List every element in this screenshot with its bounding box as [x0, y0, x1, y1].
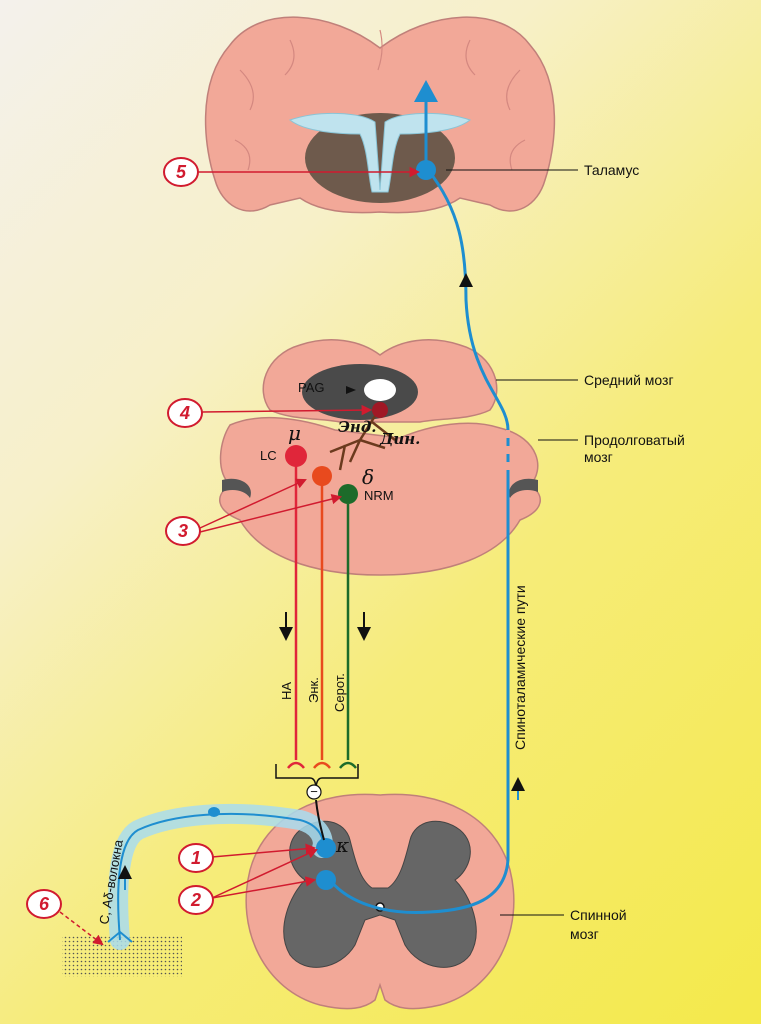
marker-5: 5	[163, 157, 199, 187]
spinothalamic-pathway	[316, 80, 525, 914]
marker-pointers	[59, 166, 421, 946]
marker-5-label: 5	[176, 162, 187, 182]
pag-label: PAG	[298, 380, 325, 395]
dynorphin-label: Дин.	[379, 430, 420, 448]
marker-2: 2	[178, 885, 214, 915]
marker-1: 1	[178, 843, 214, 873]
spinal-cord-label-line2: мозг	[570, 926, 599, 942]
na-label: НА	[279, 682, 294, 700]
lc-neuron	[285, 445, 307, 467]
brainstem-section	[219, 339, 541, 576]
marker-6-label: 6	[39, 894, 50, 914]
serot-label: Серот.	[332, 673, 347, 712]
leader-lines	[446, 169, 578, 916]
inhibition-sign: −	[310, 784, 318, 799]
enk-label: Энк.	[306, 677, 321, 703]
descending-pathways	[275, 402, 396, 841]
marker-3-label: 3	[178, 521, 188, 541]
pag-pointer-icon	[346, 386, 356, 394]
marker-4: 4	[167, 398, 203, 428]
nrm-label: NRM	[364, 488, 394, 503]
endorphin-label: Энд.	[338, 418, 377, 436]
marker-6: 6	[26, 889, 62, 919]
numbered-markers: 5 4 3 1 2 6	[26, 157, 214, 919]
enk-neuron	[312, 466, 332, 486]
midbrain-label: Средний мозг	[584, 372, 674, 388]
mu-receptor-label: μ	[288, 421, 301, 445]
spinal-cord-label-line1: Спинной	[570, 907, 627, 923]
marker-1-label: 1	[191, 848, 201, 868]
spinothalamic-label: Спиноталамические пути	[512, 585, 528, 750]
marker-3: 3	[165, 516, 201, 546]
primary-afferent-fiber	[107, 803, 333, 950]
brain-section	[204, 16, 556, 214]
lc-label: LC	[260, 448, 277, 463]
medulla-label-line1: Продолговатый	[584, 432, 685, 448]
thalamus-label: Таламус	[584, 162, 639, 178]
pag-neuron	[372, 402, 388, 418]
medulla-label-line2: мозг	[584, 449, 613, 465]
nrm-neuron	[338, 484, 358, 504]
delta-receptor-label: δ	[362, 465, 374, 489]
marker-2-label: 2	[190, 890, 201, 910]
kappa-receptor-label: κ	[335, 833, 349, 857]
marker-4-label: 4	[179, 403, 190, 423]
